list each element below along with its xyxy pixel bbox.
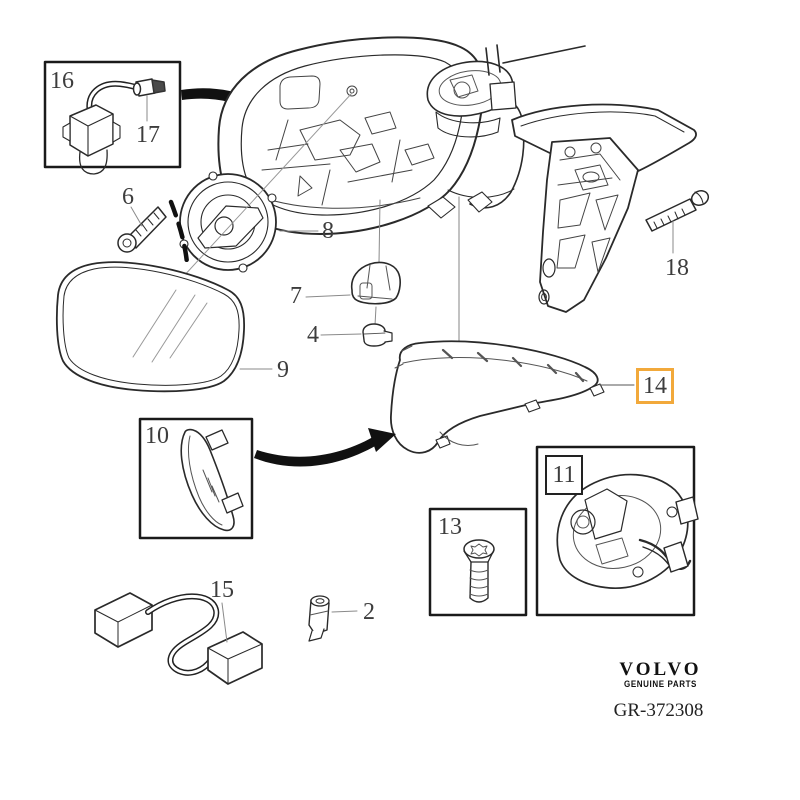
part-label-6: 6 [122, 184, 134, 210]
mirror-motor-drawing [168, 92, 353, 279]
small-bulb-socket-drawing [308, 595, 358, 642]
torx-screw-drawing [463, 539, 495, 603]
part-label-10: 10 [145, 423, 169, 449]
part-label-4: 4 [307, 322, 319, 348]
part-label-14-highlight-box[interactable]: 14 [636, 368, 674, 404]
drawing-number: GR-372308 [613, 700, 704, 721]
part-label-17: 17 [136, 122, 160, 148]
mirror-housing-drawing [217, 36, 525, 235]
part-label-9: 9 [277, 357, 289, 383]
part-label-7: 7 [290, 283, 302, 309]
volvo-logo: VOLVO GENUINE PARTS [598, 659, 723, 690]
part-label-18: 18 [665, 255, 689, 281]
trim-strip-drawing [180, 428, 244, 532]
part-label-11: 11 [552, 462, 576, 488]
part-label-2: 2 [363, 599, 375, 625]
bulb-holder-drawing [62, 78, 166, 175]
part-label-11-box: 11 [545, 455, 583, 495]
mirror-foot-drawing [426, 44, 586, 138]
bracket-screw-drawing [645, 190, 710, 254]
mirror-base-drawing [556, 473, 699, 589]
inset-box-16 [43, 60, 182, 175]
turn-signal-bulb-drawing [320, 323, 393, 347]
assembly-arrow-10 [254, 428, 396, 467]
mirror-cover-drawing [390, 340, 635, 454]
mounting-bracket-drawing [511, 103, 697, 313]
brand-tagline: GENUINE PARTS [624, 679, 697, 690]
part-label-13: 13 [438, 514, 462, 540]
brand-wordmark: VOLVO [619, 659, 702, 680]
part-label-16: 16 [50, 68, 74, 94]
part-label-8: 8 [322, 218, 334, 244]
turn-signal-housing-drawing [305, 199, 401, 326]
inset-box-11 [535, 445, 699, 617]
inset-box-10 [138, 417, 254, 540]
part-label-14[interactable]: 14 [643, 373, 667, 399]
glass-screw-drawing [117, 206, 167, 253]
inset-box-13 [428, 507, 528, 617]
part-label-15: 15 [210, 577, 234, 603]
mirror-glass-drawing [55, 261, 273, 393]
wiring-harness-drawing [94, 592, 263, 685]
